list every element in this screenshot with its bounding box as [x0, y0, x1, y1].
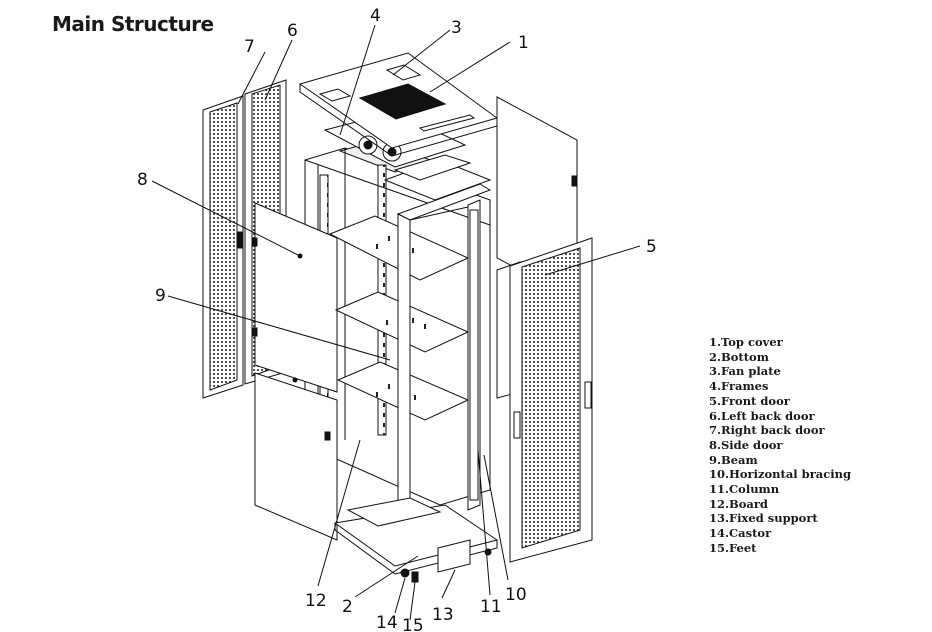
legend-item: 12.Board — [709, 496, 768, 511]
legend-item: 4.Frames — [709, 379, 769, 394]
leader-lines — [151, 24, 641, 621]
callout-15: 15 — [402, 616, 424, 632]
callout-8: 8 — [137, 170, 148, 190]
legend-item: 14.Castor — [709, 526, 772, 541]
callout-14: 14 — [376, 613, 398, 632]
legend-item: 3.Fan plate — [709, 364, 781, 379]
parts-legend: 1.Top cover 2.Bottom 3.Fan plate 4.Frame… — [709, 335, 851, 556]
legend-item: 11.Column — [709, 482, 780, 497]
legend-item: 8.Side door — [709, 437, 783, 452]
front-door — [496, 96, 593, 563]
callout-7: 7 — [244, 37, 255, 57]
legend-item: 15.Feet — [709, 540, 757, 555]
legend-item: 9.Beam — [709, 452, 758, 467]
callout-6: 6 — [287, 21, 298, 41]
legend-item: 10.Horizontal bracing — [709, 467, 851, 482]
right-back-door — [202, 95, 244, 399]
callout-2: 2 — [342, 597, 353, 617]
callout-13: 13 — [432, 605, 454, 625]
callout-4: 4 — [370, 6, 381, 26]
callout-10: 10 — [505, 585, 527, 605]
callout-12: 12 — [305, 591, 327, 611]
callout-3: 3 — [451, 18, 462, 38]
legend-item: 2.Bottom — [709, 349, 769, 364]
callout-5: 5 — [646, 237, 657, 257]
callout-numbers: 1 2 3 4 5 6 7 8 9 10 11 12 13 14 15 — [137, 6, 657, 632]
legend-item: 13.Fixed support — [709, 511, 818, 526]
legend-item: 5.Front door — [709, 393, 790, 408]
bottom — [333, 497, 499, 583]
legend-item: 7.Right back door — [709, 423, 825, 438]
legend-item: 6.Left back door — [709, 408, 815, 423]
callout-11: 11 — [480, 597, 502, 617]
callout-9: 9 — [155, 286, 166, 306]
side-door — [252, 202, 338, 541]
page-title: Main Structure — [52, 12, 214, 36]
columns — [396, 183, 492, 528]
legend-item: 1.Top cover — [709, 335, 783, 349]
callout-1: 1 — [518, 33, 529, 53]
